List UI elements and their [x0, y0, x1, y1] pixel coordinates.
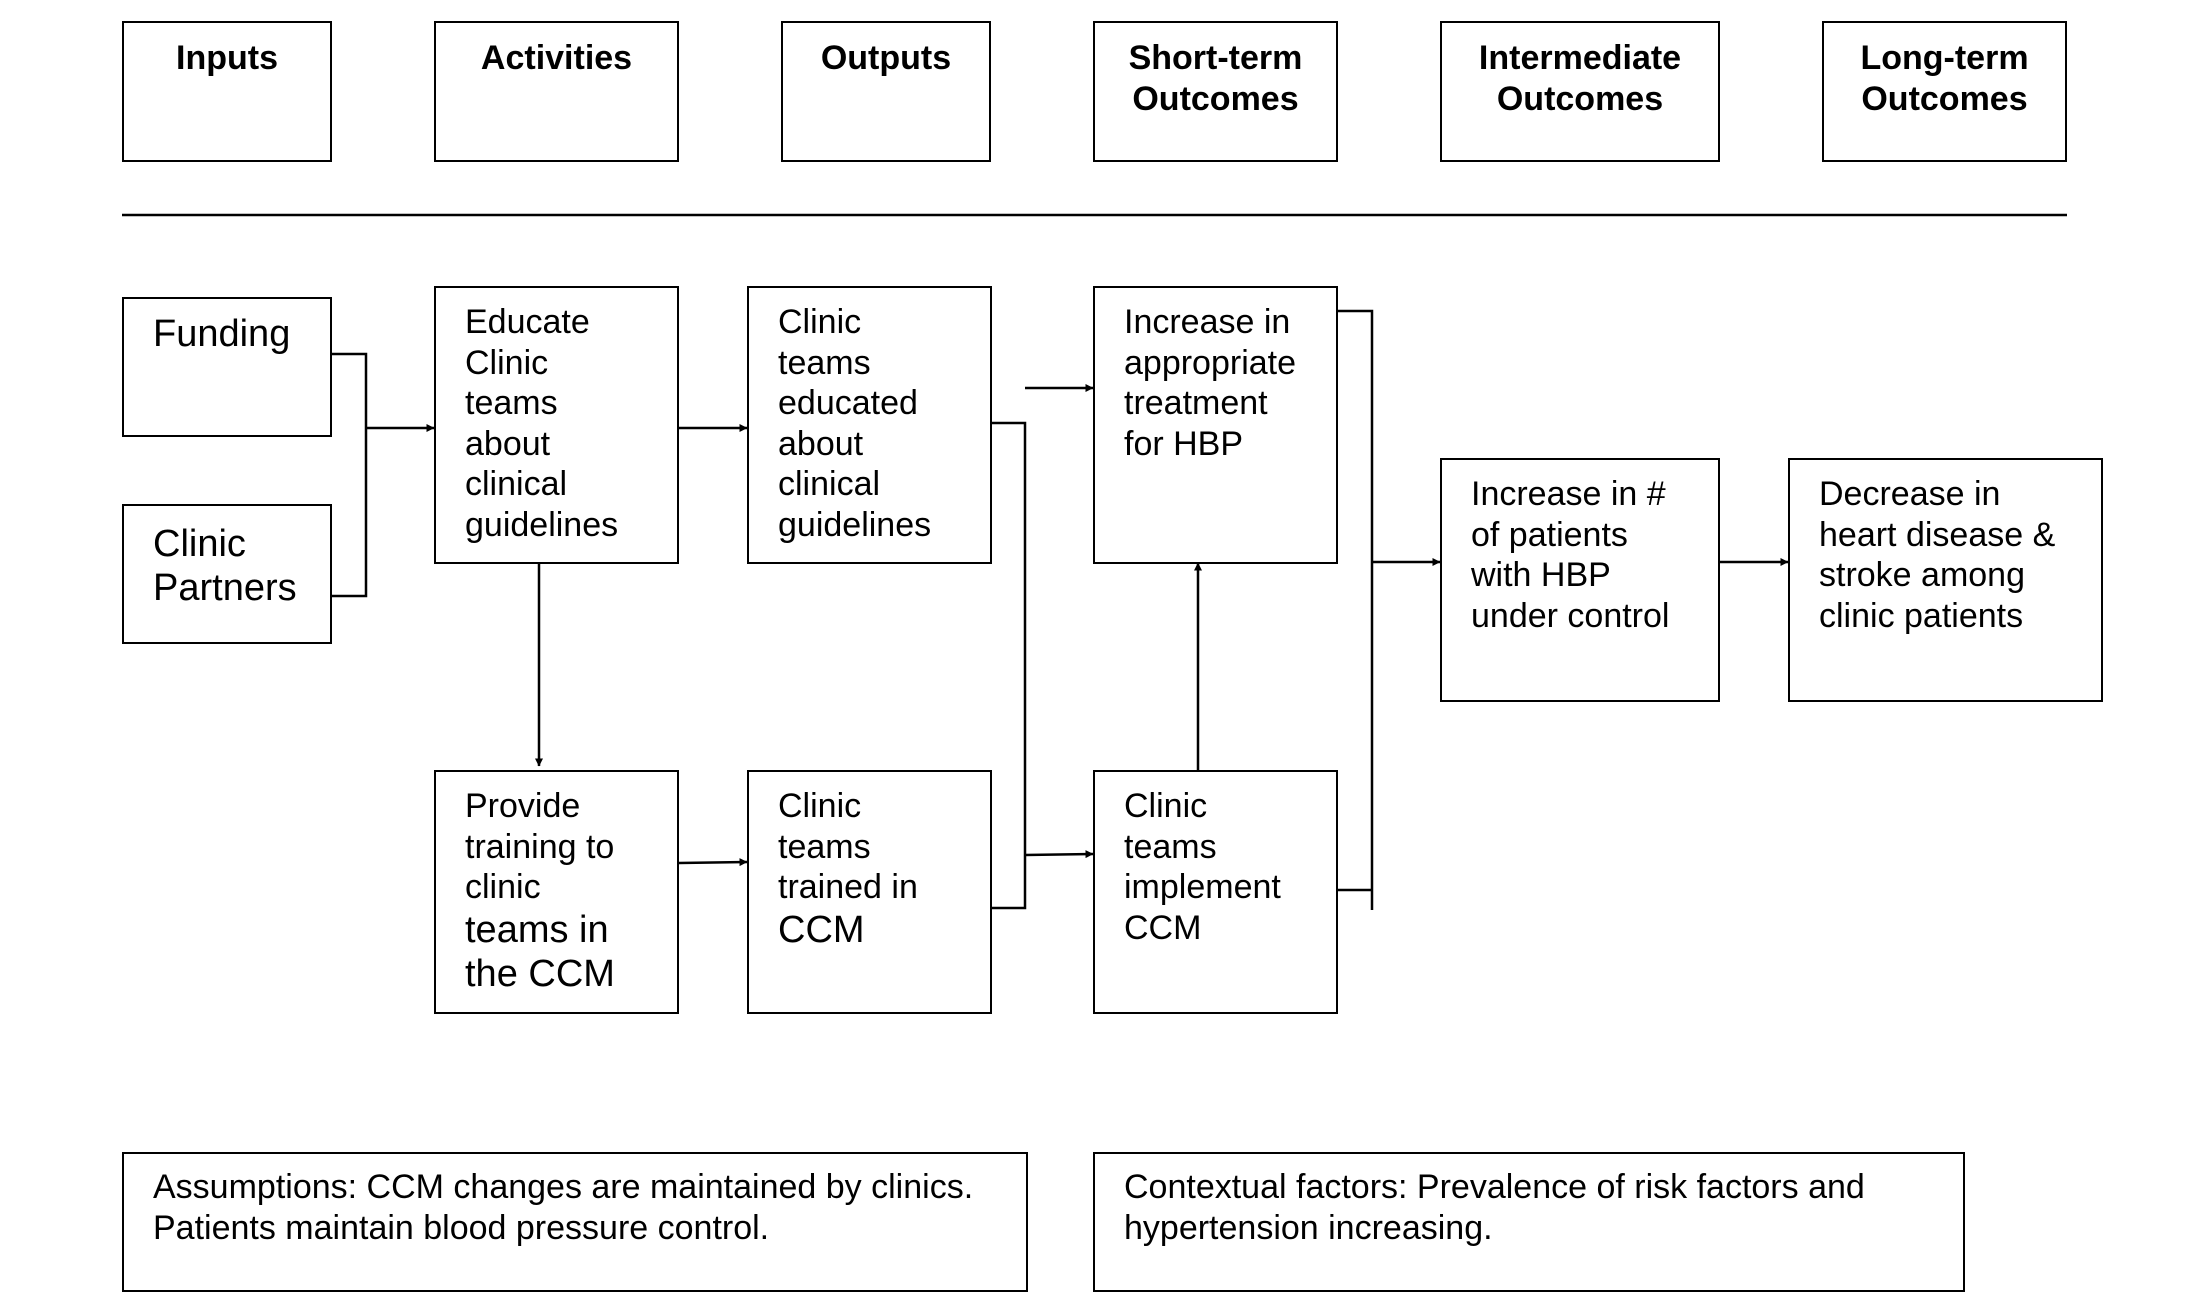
- educate-line4: about: [465, 424, 551, 463]
- hbp-line4: under control: [1471, 596, 1670, 635]
- node-decrease-heart-disease: Decrease in heart disease & stroke among…: [1788, 458, 2103, 702]
- implement-line1: Clinic: [1124, 787, 1208, 825]
- header-long-term-outcomes: Long-term Outcomes: [1822, 21, 2067, 162]
- educated-line1: Clinic: [778, 303, 862, 341]
- arrow-training-to-trained: [678, 858, 748, 867]
- decrease-line2: heart disease &: [1819, 515, 2056, 554]
- educate-line6: guidelines: [465, 505, 619, 544]
- decrease-line1: Decrease in: [1819, 475, 2001, 513]
- header-short-term-outcomes: Short-term Outcomes: [1093, 21, 1338, 162]
- node-funding: Funding: [122, 297, 332, 437]
- hbp-line1: Increase in #: [1471, 475, 1666, 513]
- trained-line3: trained in: [778, 868, 918, 906]
- header-short-term-line1: Short-term: [1128, 39, 1303, 77]
- trained-line2: teams: [778, 827, 871, 866]
- node-provide-training: Provide training to clinic teams in the …: [434, 770, 679, 1014]
- decrease-line3: stroke among: [1819, 556, 2025, 594]
- header-intermediate-outcomes: Intermediate Outcomes: [1440, 21, 1720, 162]
- assumptions-line2: Patients maintain blood pressure control…: [153, 1208, 770, 1247]
- trained-line4: CCM: [778, 908, 865, 951]
- arrow-outputs-to-implement: [1024, 850, 1094, 859]
- contextual-line2: hypertension increasing.: [1124, 1208, 1493, 1247]
- clinic-partners-line2: Partners: [153, 567, 297, 609]
- training-line4: teams in: [465, 908, 609, 951]
- assumptions-box: Assumptions: CCM changes are maintained …: [122, 1152, 1028, 1292]
- header-activities: Activities: [434, 21, 679, 162]
- connector-funding: [332, 352, 368, 598]
- header-short-term-line2: Outcomes: [1132, 80, 1299, 118]
- training-line3: clinic: [465, 868, 541, 906]
- educated-line4: about: [778, 424, 864, 463]
- hbp-line3: with HBP: [1471, 556, 1611, 594]
- educated-line3: educated: [778, 384, 918, 422]
- node-clinic-partners: Clinic Partners: [122, 504, 332, 644]
- educate-line1: Educate: [465, 303, 590, 341]
- educate-line5: clinical: [465, 465, 568, 503]
- treatment-line3: treatment: [1124, 384, 1268, 422]
- node-increase-treatment: Increase in appropriate treatment for HB…: [1093, 286, 1338, 564]
- contextual-factors-box: Contextual factors: Prevalence of risk f…: [1093, 1152, 1965, 1292]
- node-educate-clinic-teams: Educate Clinic teams about clinical guid…: [434, 286, 679, 564]
- node-teams-trained: Clinic teams trained in CCM: [747, 770, 992, 1014]
- educated-line2: teams: [778, 343, 871, 382]
- treatment-line4: for HBP: [1124, 424, 1244, 463]
- header-outputs-label: Outputs: [820, 39, 952, 77]
- header-intermediate-line2: Outcomes: [1496, 80, 1664, 118]
- node-teams-educated: Clinic teams educated about clinical gui…: [747, 286, 992, 564]
- connector-short-term: [1338, 309, 1374, 910]
- assumptions-line1: Assumptions: CCM changes are maintained …: [153, 1168, 974, 1206]
- educated-line6: guidelines: [778, 505, 932, 544]
- header-inputs-label: Inputs: [176, 39, 278, 77]
- header-intermediate-line1: Intermediate: [1478, 39, 1682, 77]
- header-inputs: Inputs: [122, 21, 332, 162]
- training-line2: training to: [465, 827, 615, 866]
- educate-line2: Clinic: [465, 343, 549, 382]
- funding-line1: Funding: [153, 313, 291, 355]
- clinic-partners-line1: Clinic: [153, 523, 246, 565]
- educate-line3: teams: [465, 384, 558, 422]
- training-line1: Provide: [465, 787, 581, 825]
- header-outputs: Outputs: [781, 21, 991, 162]
- training-line5: the CCM: [465, 952, 615, 995]
- connector-outputs: [991, 421, 1027, 910]
- hbp-line2: of patients: [1471, 515, 1628, 554]
- node-hbp-under-control: Increase in # of patients with HBP under…: [1440, 458, 1720, 702]
- implement-line2: teams: [1124, 827, 1217, 866]
- treatment-line1: Increase in: [1124, 303, 1291, 341]
- header-long-term-line2: Outcomes: [1861, 80, 2028, 118]
- implement-line4: CCM: [1124, 908, 1202, 947]
- node-implement-ccm: Clinic teams implement CCM: [1093, 770, 1338, 1014]
- trained-line1: Clinic: [778, 787, 862, 825]
- header-long-term-line1: Long-term: [1860, 39, 2029, 77]
- header-activities-label: Activities: [480, 39, 633, 77]
- contextual-line1: Contextual factors: Prevalence of risk f…: [1124, 1168, 1865, 1206]
- treatment-line2: appropriate: [1124, 343, 1297, 382]
- decrease-line4: clinic patients: [1819, 596, 2024, 635]
- educated-line5: clinical: [778, 465, 881, 503]
- implement-line3: implement: [1124, 868, 1281, 906]
